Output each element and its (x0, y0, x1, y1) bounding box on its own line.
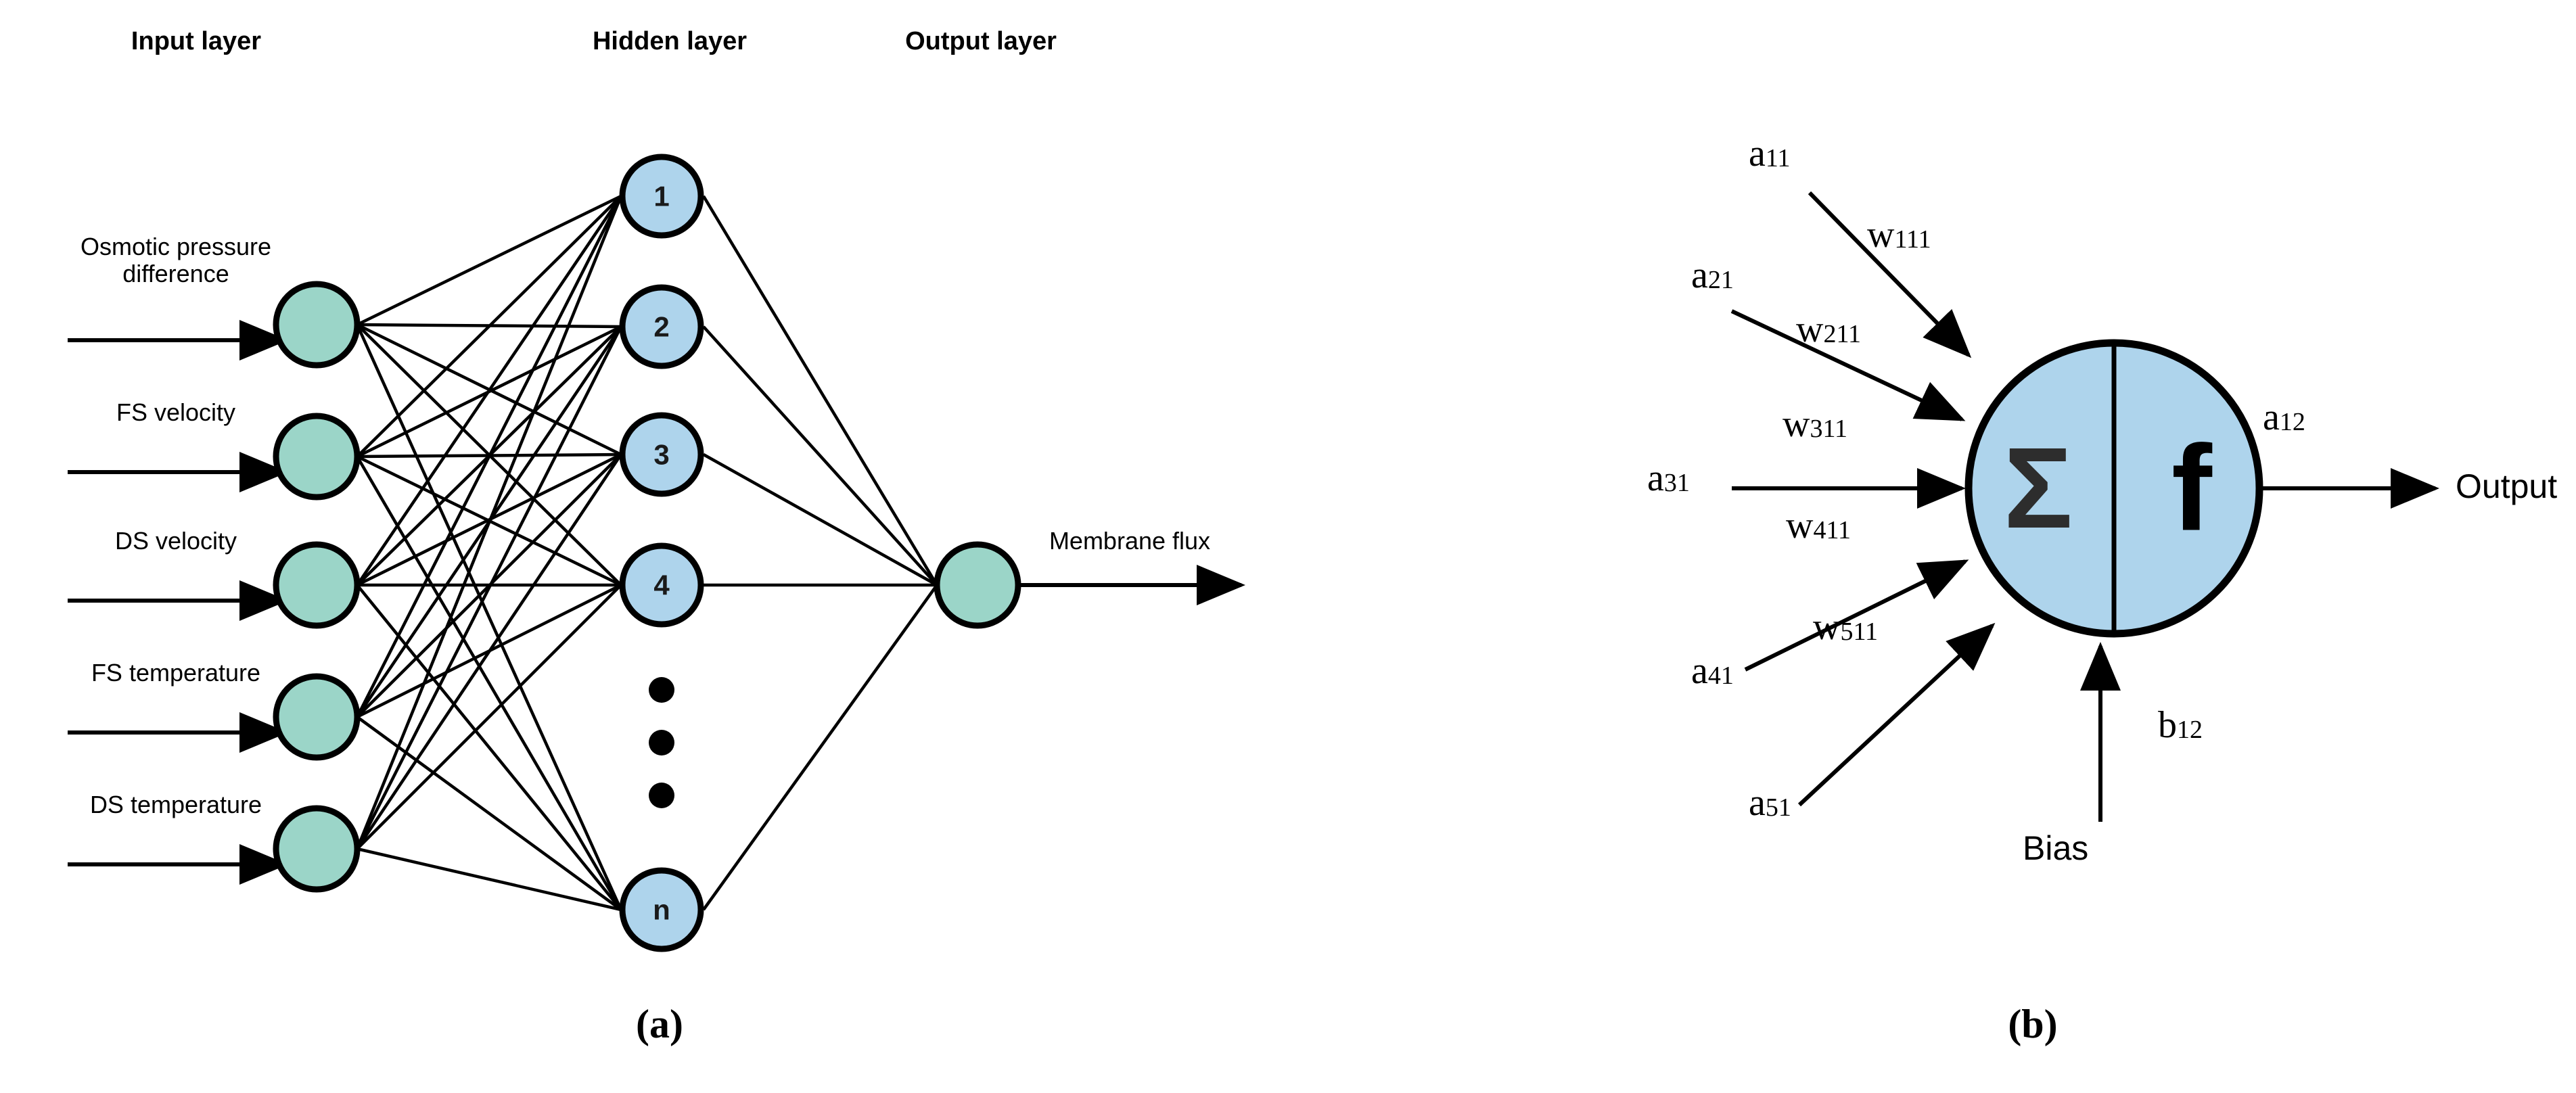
input-node[interactable] (273, 541, 361, 629)
hidden-node-label: 1 (653, 181, 669, 212)
hidden-node-group: 1 2 3 4 n (619, 154, 704, 952)
hidden-node[interactable] (619, 284, 704, 369)
input-label-ds-temperature: DS temperature (89, 791, 262, 818)
neuron-graph: Σ f (1730, 191, 2439, 822)
activation-label-a41: a41 (1691, 650, 1734, 692)
panel-a-network-diagram: Input layer Hidden layer Output layer (0, 0, 1285, 1093)
arrow-a51 (1797, 622, 1996, 807)
input-node[interactable] (273, 673, 361, 761)
input-node-group (273, 281, 361, 893)
input-node[interactable] (273, 805, 361, 893)
weight-label-w211: w211 (1796, 308, 1862, 350)
panel-a-caption: (a) (636, 1002, 683, 1046)
activation-label-a21: a21 (1691, 254, 1734, 296)
edges-input-hidden (355, 194, 623, 912)
panel-b-caption: (b) (2008, 1002, 2058, 1046)
input-label-osmotic-pressure-difference: Osmotic pressure difference (80, 233, 272, 288)
weight-label-w511: w511 (1813, 606, 1879, 648)
arrow-a41 (1744, 559, 1969, 672)
output-node[interactable] (934, 541, 1021, 629)
input-node[interactable] (273, 281, 361, 369)
arrow-a11 (1808, 191, 1972, 358)
network-graph: 1 2 3 4 n (68, 154, 1245, 952)
hidden-layer-header: Hidden layer (592, 27, 748, 55)
activation-label-a11: a11 (1749, 133, 1791, 175)
hidden-layer-ellipsis-icon (649, 677, 674, 808)
weight-label-w111: w111 (1867, 214, 1931, 256)
input-node[interactable] (273, 413, 361, 501)
hidden-node-label: n (653, 894, 670, 926)
weight-label-w411: w411 (1786, 505, 1852, 546)
summation-symbol: Σ (2004, 424, 2073, 553)
hidden-node-label: 2 (653, 311, 669, 343)
input-label-ds-velocity: DS velocity (114, 527, 237, 555)
weight-label-w311: w311 (1782, 403, 1848, 445)
output-activation-label: a12 (2263, 396, 2305, 438)
output-layer-header: Output layer (905, 27, 1057, 55)
edges-hidden-output (702, 195, 938, 911)
output-label-membrane-flux: Membrane flux (1049, 527, 1211, 555)
hidden-node[interactable] (619, 412, 704, 497)
activation-label-a31: a31 (1647, 457, 1690, 499)
activation-function-symbol: f (2171, 421, 2213, 557)
input-layer-header: Input layer (131, 27, 262, 55)
hidden-node[interactable] (619, 867, 704, 952)
output-text-label: Output (2456, 467, 2558, 505)
activation-label-a51: a51 (1749, 782, 1791, 824)
hidden-node-label: 4 (653, 569, 670, 601)
hidden-node[interactable] (619, 542, 704, 628)
hidden-node[interactable] (619, 154, 704, 239)
panel-b-neuron-diagram: Σ f a11 a21 a31 a41 a51 w111 w211 w311 w… (1285, 0, 2576, 1093)
input-label-fs-temperature: FS temperature (91, 659, 261, 687)
bias-symbol-label: b12 (2158, 704, 2203, 746)
hidden-node-label: 3 (653, 439, 669, 471)
bias-text-label: Bias (2023, 829, 2089, 867)
input-weight-arrows (1730, 191, 2439, 822)
input-arrows (68, 320, 288, 885)
input-label-fs-velocity: FS velocity (116, 398, 236, 426)
arrow-a21 (1730, 309, 1966, 421)
